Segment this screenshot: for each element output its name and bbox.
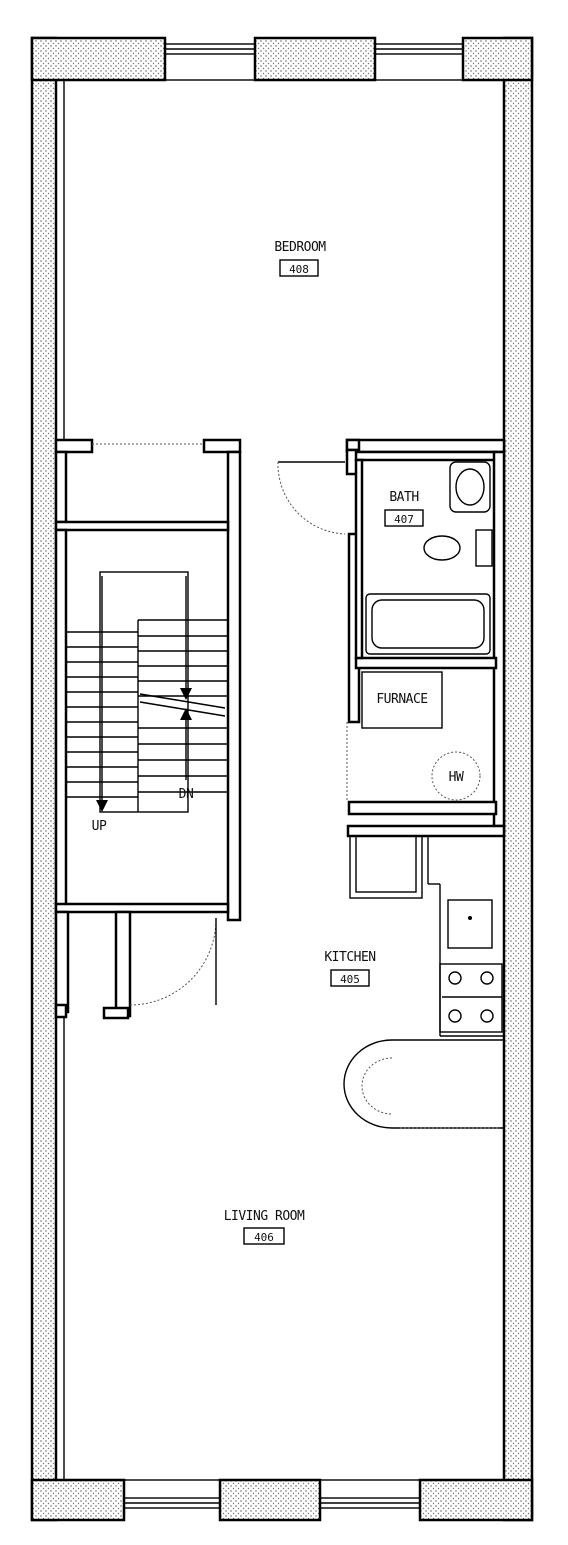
stair-up-label: UP [92, 819, 107, 834]
mechanical-labels: FURNACE HW [376, 692, 464, 785]
interior-partitions [54, 438, 506, 1020]
room-bedroom-label: BEDROOM 408 [274, 240, 327, 277]
bath-fixtures [365, 461, 493, 655]
room-number: 408 [289, 263, 309, 276]
room-name: KITCHEN [324, 950, 375, 965]
hot-water-label: HW [449, 770, 464, 785]
exterior-walls [30, 36, 534, 1522]
room-bath-label: BATH 407 [384, 490, 424, 527]
kitchen-fixtures [343, 824, 506, 1129]
stair-down-label: DN [179, 787, 194, 802]
room-name: BEDROOM [274, 240, 326, 255]
room-number: 407 [394, 513, 414, 526]
room-kitchen-label: KITCHEN 405 [324, 950, 376, 987]
door-swings [92, 443, 348, 1006]
mechanical [361, 671, 481, 801]
room-name: LIVING ROOM [224, 1209, 305, 1224]
windows [123, 43, 464, 1509]
stair [66, 571, 228, 813]
room-number: 406 [254, 1231, 274, 1244]
furnace-label: FURNACE [376, 692, 427, 707]
room-name: BATH [389, 490, 418, 505]
room-number: 405 [340, 973, 360, 986]
stair-labels: DN UP [92, 787, 194, 834]
room-living-label: LIVING ROOM 406 [224, 1209, 305, 1245]
